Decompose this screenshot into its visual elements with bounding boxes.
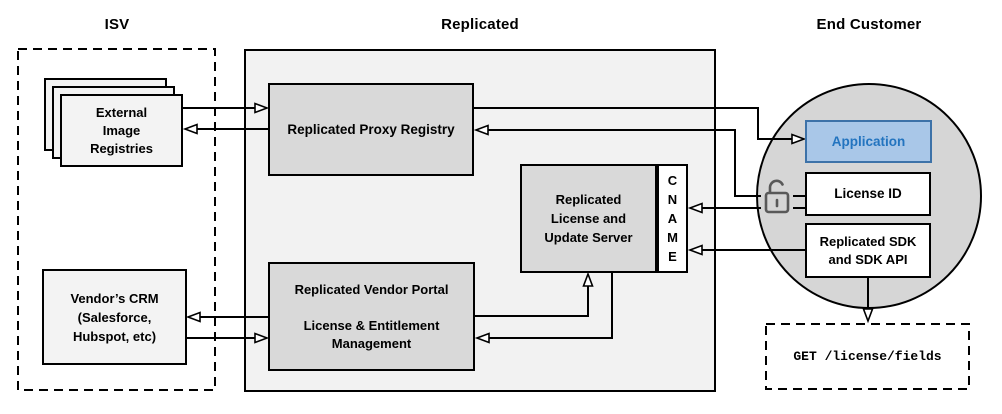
node-license-id: License ID [805, 172, 931, 216]
node-application: Application [805, 120, 932, 163]
node-replicated-license-update-server: Replicated License and Update Server [520, 164, 657, 273]
isv-dashed-box [17, 48, 216, 391]
section-label-end-customer: End Customer [816, 16, 922, 33]
section-label-replicated: Replicated [441, 16, 519, 33]
node-get-license-fields: GET /license/fields [793, 349, 942, 364]
node-external-image-registries: External Image Registries [60, 94, 183, 167]
node-replicated-sdk: Replicated SDK and SDK API [805, 223, 931, 278]
node-vendors-crm: Vendor’s CRM (Salesforce, Hubspot, etc) [42, 269, 187, 365]
cname-vertical-text: CNAME [667, 173, 678, 264]
get-dashed-box [765, 323, 970, 390]
section-label-isv: ISV [104, 16, 130, 33]
node-replicated-proxy-registry: Replicated Proxy Registry [268, 83, 474, 176]
node-cname: CNAME [657, 164, 688, 273]
node-replicated-vendor-portal: Replicated Vendor Portal License & Entit… [268, 262, 475, 371]
